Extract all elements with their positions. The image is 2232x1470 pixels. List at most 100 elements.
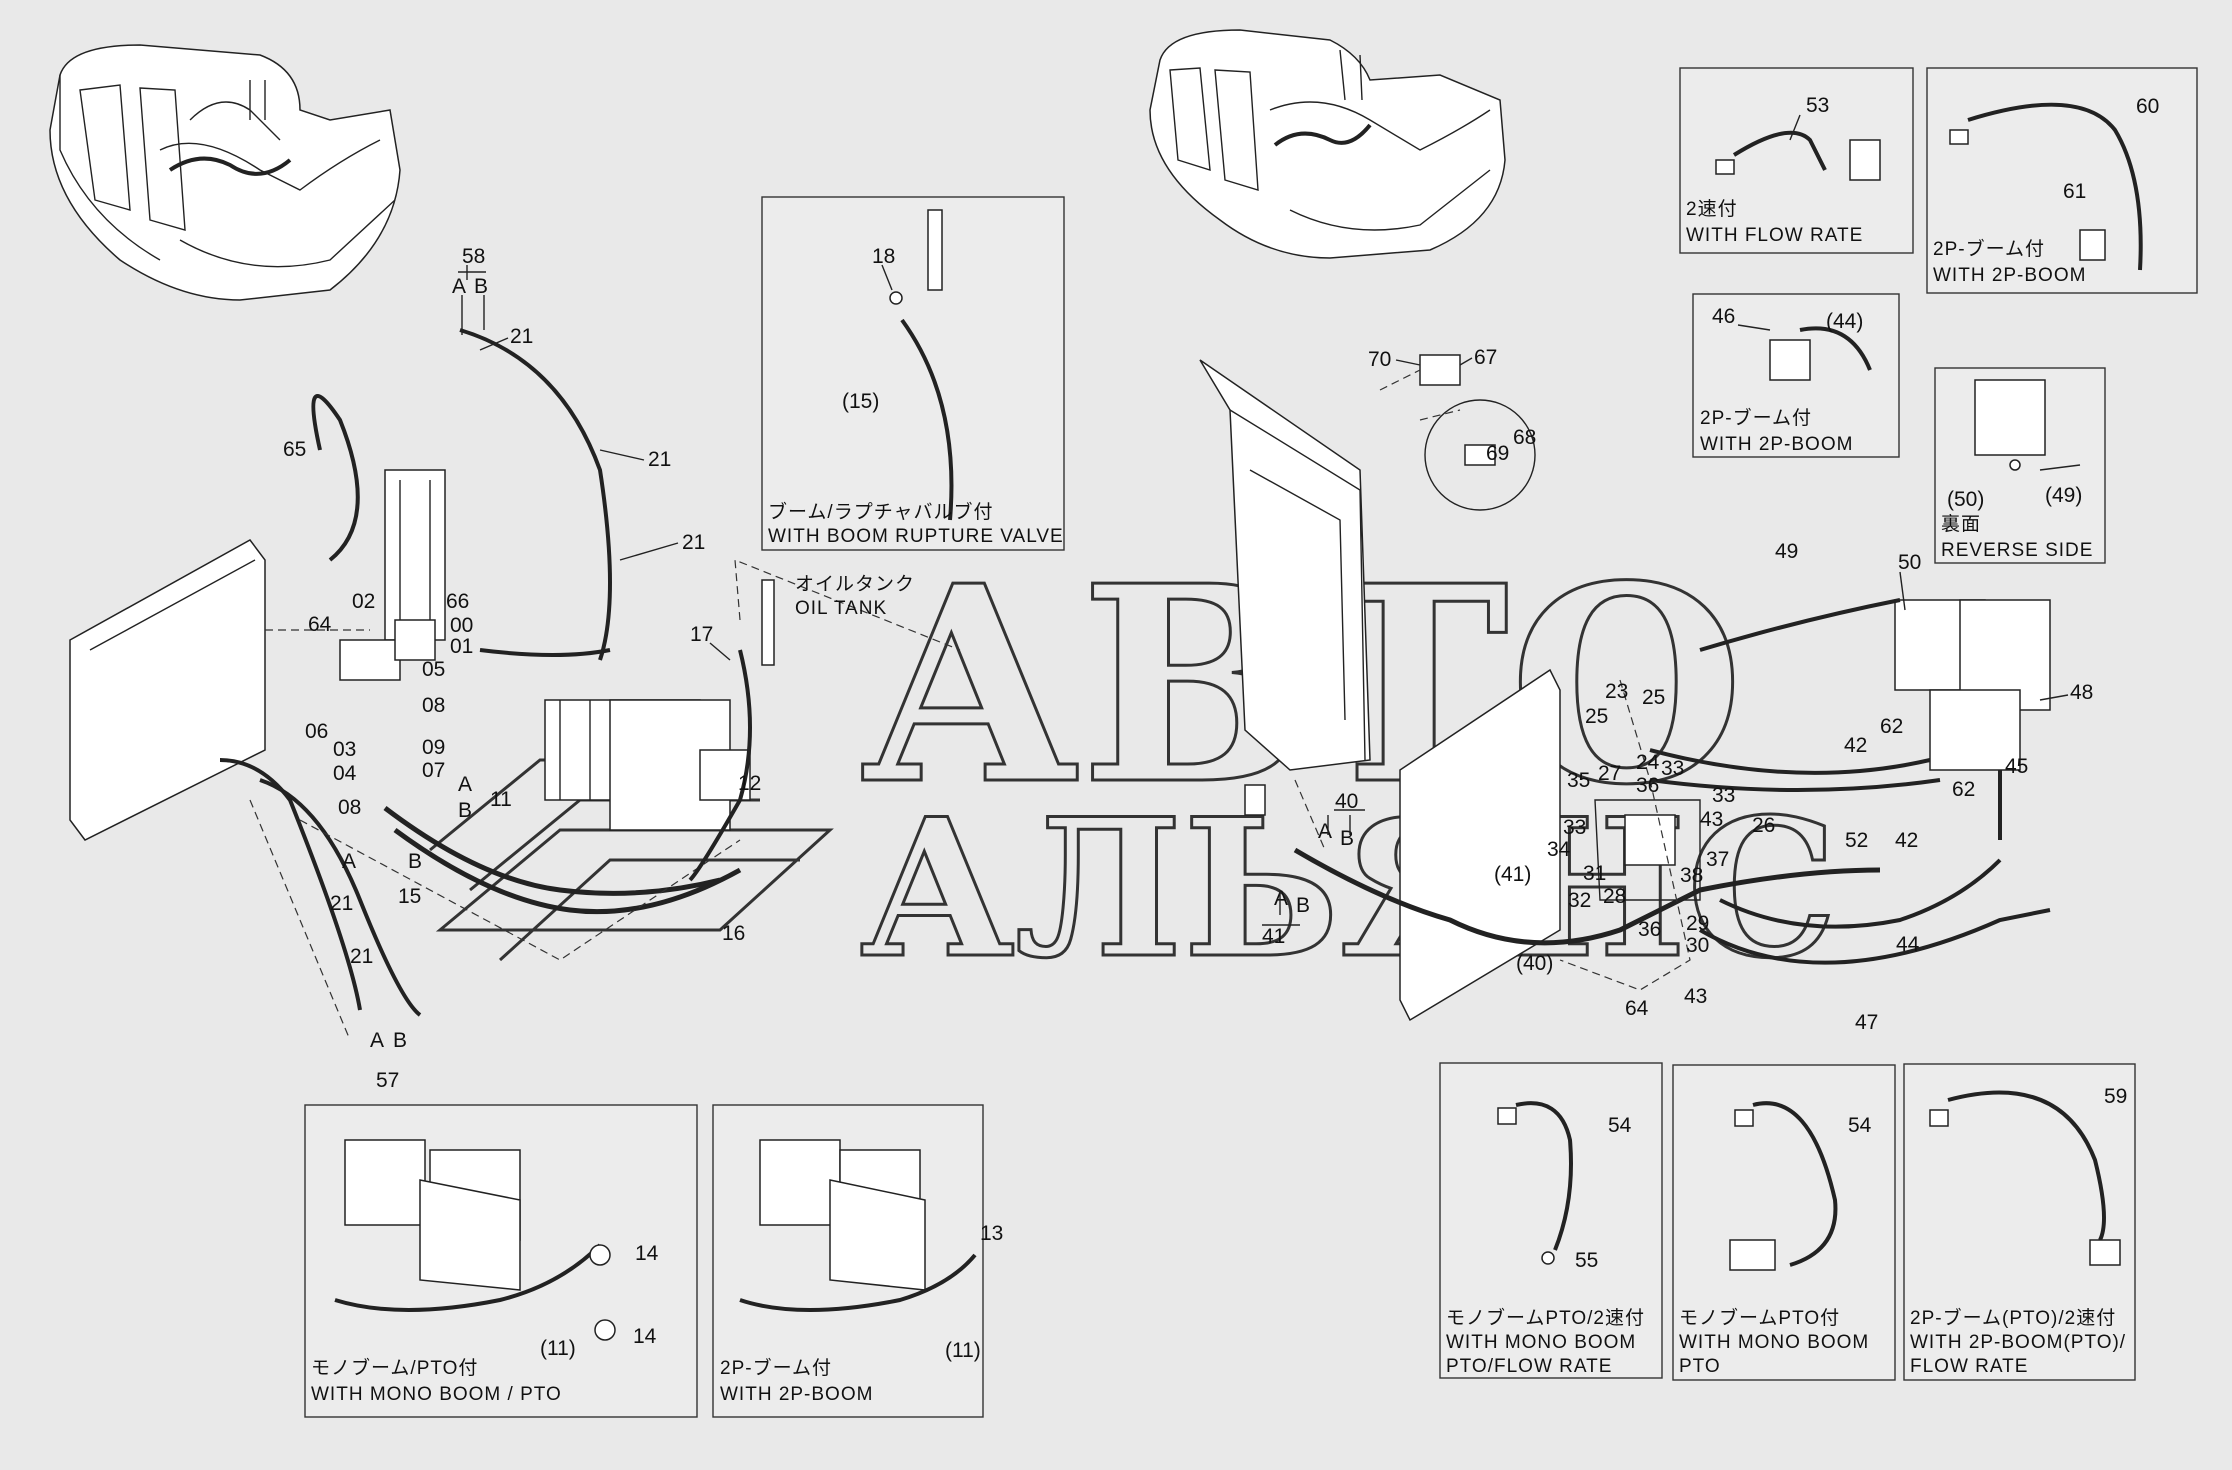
box-mono-boom-pto-en: WITH MONO BOOM / PTO xyxy=(311,1384,562,1405)
callout-17: 17 xyxy=(690,623,713,646)
callout-18: 18 xyxy=(872,245,895,268)
callout-40: 40 xyxy=(1335,790,1358,813)
callout-14-b: 14 xyxy=(633,1325,657,1348)
callout-43-b: 43 xyxy=(1684,985,1707,1008)
box-reverse-side-jp: 裏面 xyxy=(1941,513,1981,535)
callout-28: 28 xyxy=(1603,885,1626,908)
callout-48: 48 xyxy=(2070,681,2093,704)
callout-47: 47 xyxy=(1855,1011,1878,1034)
callout-32: 32 xyxy=(1568,889,1591,912)
box-reverse-side-en: REVERSE SIDE xyxy=(1941,540,2093,561)
callout-11p-a: (11) xyxy=(540,1337,576,1360)
excavator-right xyxy=(1149,29,1506,259)
callout-60: 60 xyxy=(2136,95,2159,118)
excavator-left xyxy=(49,44,401,301)
callout-66: 66 xyxy=(446,590,469,613)
callout-21-c: 21 xyxy=(682,531,705,554)
callout-11: 11 xyxy=(490,788,512,811)
box-2p-boom-46-jp: 2P-ブーム付 xyxy=(1700,406,1812,429)
callout-50: 50 xyxy=(1898,551,1921,574)
callout-58-a: A xyxy=(452,275,466,298)
callout-50p: (50) xyxy=(1947,488,1984,511)
box-flow-rate-53-jp: 2速付 xyxy=(1686,198,1738,220)
callout-13: 13 xyxy=(980,1222,1003,1245)
callout-09: 09 xyxy=(422,736,445,759)
box-boom-rupture-en: WITH BOOM RUPTURE VALVE xyxy=(768,526,1064,547)
callout-02: 02 xyxy=(352,590,375,613)
callout-42-b: 42 xyxy=(1895,829,1918,852)
callout-42-a: 42 xyxy=(1844,734,1867,757)
box-2p-boom-13: 2P-ブーム付 WITH 2P-BOOM xyxy=(712,1104,984,1418)
callout-29: 29 xyxy=(1686,912,1709,935)
callout-57-a: A xyxy=(370,1029,384,1052)
callout-58: 58 xyxy=(462,245,485,268)
callout-33-c: 33 xyxy=(1563,816,1586,839)
left-assembly xyxy=(69,328,961,1041)
callout-34: 34 xyxy=(1547,838,1571,861)
box-flow-rate-53: 2速付 WITH FLOW RATE xyxy=(1679,67,1914,254)
callout-62-a: 62 xyxy=(1880,715,1903,738)
callout-07: 07 xyxy=(422,759,445,782)
box-2p-boom-13-en: WITH 2P-BOOM xyxy=(720,1384,873,1405)
callout-26: 26 xyxy=(1752,814,1775,837)
callout-46: 46 xyxy=(1712,305,1735,328)
callout-54-b: 54 xyxy=(1848,1114,1872,1137)
box-mono-pto-flow-jp: モノブームPTO/2速付 xyxy=(1446,1306,1645,1329)
callout-38: 38 xyxy=(1680,864,1703,887)
callout-03: 03 xyxy=(333,738,356,761)
box-2p-boom-46-en: WITH 2P-BOOM xyxy=(1700,434,1853,455)
watermark-line2: АЛЬЯНС xyxy=(860,777,1838,1000)
box-2p-pto-flow: 2P-ブーム(PTO)/2速付 WITH 2P-BOOM(PTO)/ FLOW … xyxy=(1903,1063,2136,1381)
right-assembly xyxy=(1199,354,2051,1022)
callout-21-a: 21 xyxy=(510,325,533,348)
callout-25-b: 25 xyxy=(1642,686,1665,709)
callout-59: 59 xyxy=(2104,1085,2127,1108)
callout-40-b: B xyxy=(1340,827,1354,850)
callout-15-a: A xyxy=(342,850,356,873)
callout-27: 27 xyxy=(1598,762,1621,785)
callout-11p-b: (11) xyxy=(945,1339,981,1362)
box-2p-pto-flow-en1: WITH 2P-BOOM(PTO)/ xyxy=(1910,1332,2126,1353)
callout-58-b: B xyxy=(474,275,488,298)
box-flow-rate-53-en: WITH FLOW RATE xyxy=(1686,225,1863,246)
box-mono-boom-pto: モノブーム/PTO付 WITH MONO BOOM / PTO xyxy=(304,1104,698,1418)
oil-tank-en: OIL TANK xyxy=(795,598,887,619)
callout-23: 23 xyxy=(1605,680,1628,703)
oil-tank-note: オイルタンク OIL TANK xyxy=(761,573,915,666)
callout-53: 53 xyxy=(1806,94,1829,117)
callout-62-b: 62 xyxy=(1952,778,1975,801)
callout-41-b: B xyxy=(1296,894,1310,917)
callout-52: 52 xyxy=(1845,829,1868,852)
callout-43-a: 43 xyxy=(1700,808,1723,831)
box-mono-pto-en1: WITH MONO BOOM xyxy=(1679,1332,1869,1353)
callout-55: 55 xyxy=(1575,1249,1598,1272)
box-reverse-side: 裏面 REVERSE SIDE xyxy=(1934,367,2106,564)
box-mono-pto-en2: PTO xyxy=(1679,1356,1721,1377)
box-2p-boom-13-jp: 2P-ブーム付 xyxy=(720,1356,832,1379)
callout-31: 31 xyxy=(1583,862,1606,885)
callout-61: 61 xyxy=(2063,180,2086,203)
box-2p-boom-60: 2P-ブーム付 WITH 2P-BOOM xyxy=(1926,67,2198,294)
callout-04: 04 xyxy=(333,762,357,785)
callout-44p: (44) xyxy=(1826,310,1863,333)
callout-36-b: 36 xyxy=(1638,918,1661,941)
callout-08-b: 08 xyxy=(338,796,361,819)
oil-tank-jp: オイルタンク xyxy=(795,573,915,595)
box-mono-pto-jp: モノブームPTO付 xyxy=(1679,1306,1840,1329)
callout-05: 05 xyxy=(422,658,445,681)
box-mono-pto-flow-en2: PTO/FLOW RATE xyxy=(1446,1356,1612,1377)
callout-16: 16 xyxy=(722,922,745,945)
callout-14-a: 14 xyxy=(635,1242,659,1265)
callout-08-a: 08 xyxy=(422,694,445,717)
box-2p-boom-46: 2P-ブーム付 WITH 2P-BOOM xyxy=(1692,293,1900,458)
box-mono-boom-pto-jp: モノブーム/PTO付 xyxy=(311,1356,478,1379)
callout-33-a: 33 xyxy=(1661,757,1684,780)
callout-30: 30 xyxy=(1686,934,1709,957)
callout-01: 01 xyxy=(450,635,473,658)
callouts: 58 A B 21 21 21 65 02 66 64 00 01 05 08 … xyxy=(283,94,2159,1362)
callout-25-a: 25 xyxy=(1585,705,1608,728)
callout-33-b: 33 xyxy=(1712,784,1735,807)
callout-15: 15 xyxy=(398,885,421,908)
callout-21-e: 21 xyxy=(350,945,373,968)
